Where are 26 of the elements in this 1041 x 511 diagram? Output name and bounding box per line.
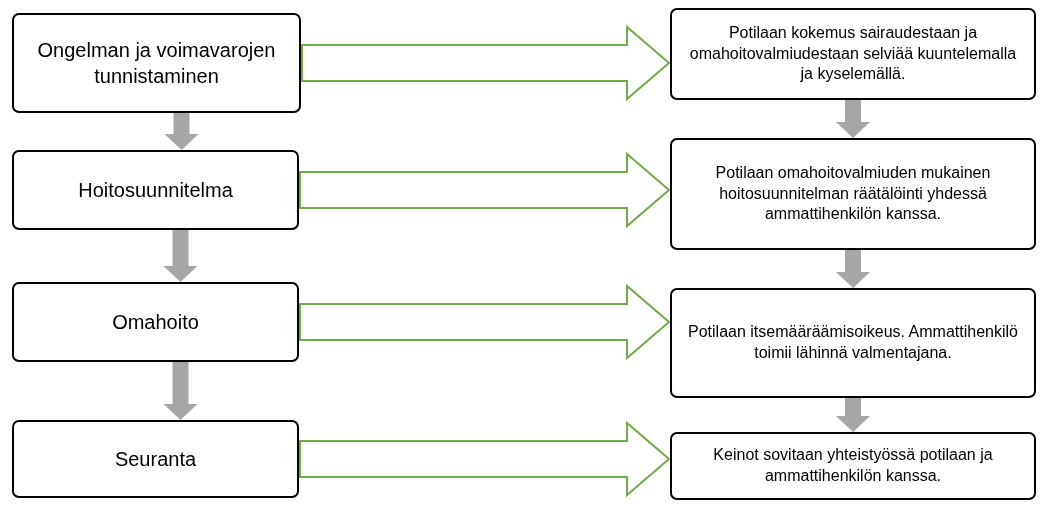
box-text: Potilaan itsemääräämisoikeus. Ammattihenkilö toimii lähinnä valmentajana. bbox=[687, 322, 1019, 363]
box-text: Potilaan omahoitovalmiuden mukainen hoitosuunnitelman räätälöinti yhdessä ammattihenkilön kanssa. bbox=[714, 162, 992, 225]
process-box bbox=[12, 13, 301, 113]
process-box bbox=[12, 282, 299, 362]
process-box bbox=[670, 138, 1036, 250]
block-arrow bbox=[301, 24, 671, 102]
process-box bbox=[670, 288, 1036, 398]
box-text: Keinot sovitaan yhteistyössä potilaan ja ammattihenkilön kanssa. bbox=[712, 445, 994, 486]
block-arrow bbox=[299, 420, 671, 498]
box-text: Potilaan kokemus sairaudestaan ja omahoitovalmiudestaan selviää kuuntelemalla ja kyselemällä. bbox=[688, 22, 1018, 85]
box-text: Ongelman ja voimavarojen tunnistaminen bbox=[36, 38, 277, 89]
block-arrow bbox=[836, 250, 870, 288]
box-text: Omahoito bbox=[112, 310, 199, 335]
block-arrow bbox=[836, 398, 870, 432]
process-box bbox=[12, 150, 299, 230]
block-arrow bbox=[836, 100, 870, 138]
block-arrow bbox=[299, 151, 671, 229]
process-box bbox=[12, 420, 299, 498]
block-arrow bbox=[164, 113, 199, 150]
process-box bbox=[670, 432, 1036, 500]
box-text: Seuranta bbox=[114, 447, 197, 472]
box-text: Hoitosuunnitelma bbox=[78, 178, 233, 203]
block-arrow bbox=[163, 230, 198, 282]
block-arrow bbox=[163, 362, 198, 420]
process-box bbox=[670, 8, 1036, 100]
block-arrow bbox=[299, 283, 671, 361]
